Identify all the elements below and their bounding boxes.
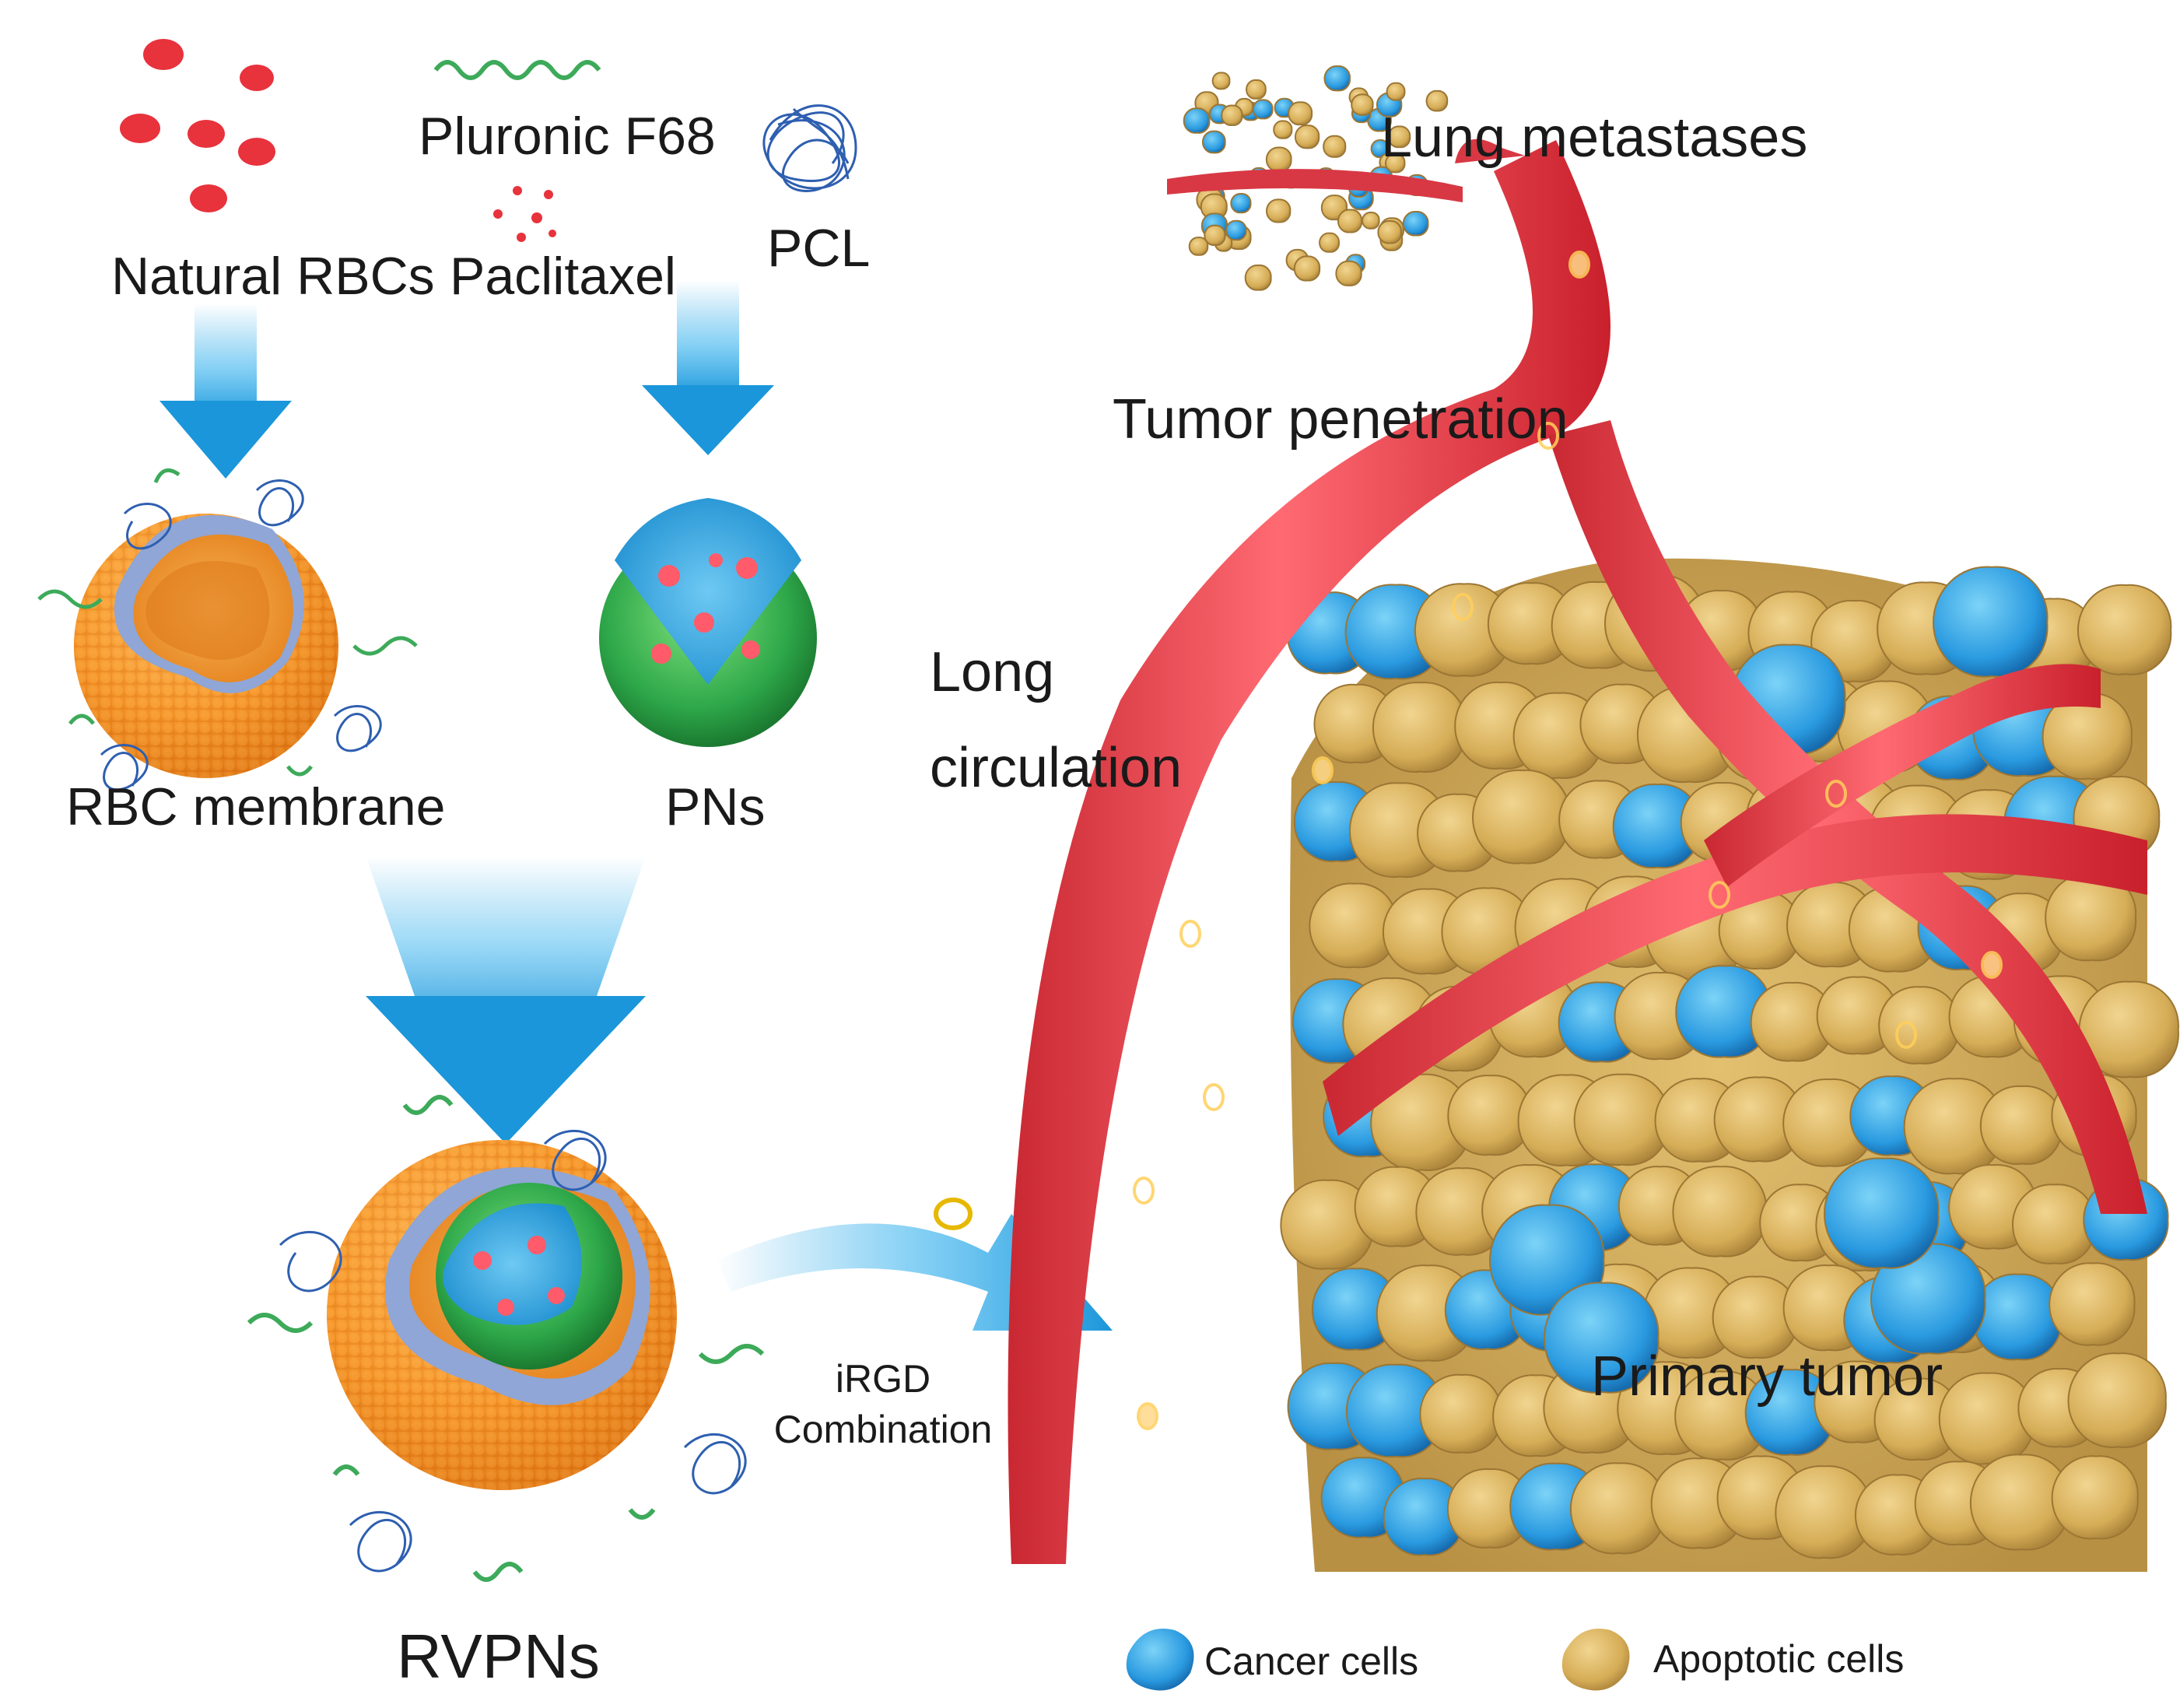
nanoparticle-in-vessel (1179, 920, 1201, 948)
cancer-cell (1971, 1273, 2063, 1361)
legend-cancer-cell-icon (1126, 1629, 1194, 1691)
blood-vessel-branch (1323, 420, 2147, 1214)
apoptotic-cell (2051, 1455, 2139, 1540)
apoptotic-cell (1273, 120, 1293, 139)
apoptotic-cell (1323, 135, 1347, 158)
apoptotic-cell (1425, 89, 1449, 112)
apoptotic-cell (1419, 1373, 1502, 1454)
apoptotic-cell (1672, 1166, 1768, 1257)
pns-label: PNs (665, 777, 766, 836)
legend-apoptotic-cells-label: Apoptotic cells (1653, 1637, 1905, 1681)
pcl-label: PCL (767, 219, 871, 278)
cancer-cell (1402, 211, 1429, 237)
apoptotic-cell (1351, 93, 1374, 116)
legend-cancer-cells-label: Cancer cells (1204, 1640, 1419, 1683)
apoptotic-cell (1266, 198, 1292, 223)
lung-metastases-cluster (1183, 65, 1449, 291)
nanoparticle-in-vessel (1537, 422, 1559, 450)
apoptotic-cell (1386, 82, 1406, 101)
apoptotic-cell (1204, 224, 1226, 246)
nanoparticle-in-vessel (1895, 1021, 1917, 1049)
apoptotic-cell (1362, 212, 1380, 230)
arrow-rbc-to-membrane (159, 303, 292, 479)
rbc-membrane-label: RBC membrane (66, 777, 446, 836)
nanoparticle-in-vessel (1452, 593, 1474, 621)
circulation-label: circulation (930, 737, 1183, 799)
pcl-icon (762, 104, 857, 192)
pluronic-f68-label: Pluronic F68 (419, 107, 716, 166)
vessel-particles (1133, 251, 2003, 1430)
nanoparticle-in-vessel (1203, 1083, 1225, 1111)
apoptotic-cell (1377, 220, 1402, 244)
arrow-materials-to-pns (642, 280, 774, 455)
apoptotic-cell (1387, 125, 1411, 149)
long-label: Long (930, 641, 1055, 703)
paclitaxel-label: Paclitaxel (450, 247, 677, 306)
rvpns-nanoparticle (247, 1095, 765, 1582)
apoptotic-cell (1288, 101, 1313, 126)
arrow-to-rvpns (366, 856, 646, 1144)
apoptotic-cell (1878, 986, 1960, 1064)
apoptotic-cell (1319, 232, 1340, 253)
combination-label: Combination (773, 1408, 993, 1451)
apoptotic-cell (2078, 980, 2179, 1078)
pluronic-f68-icon (433, 60, 601, 80)
cancer-cell (1183, 107, 1211, 134)
nanoparticle-in-vessel (1568, 251, 1590, 279)
cancer-cell (1323, 65, 1351, 92)
natural-rbcs-icon (120, 39, 275, 212)
cancer-cell (1252, 99, 1274, 120)
apoptotic-cell (1221, 104, 1243, 126)
apoptotic-cell (2049, 1262, 2136, 1346)
apoptotic-cell (2011, 1184, 2096, 1264)
apoptotic-cell (1372, 682, 1467, 773)
paclitaxel-icon (493, 186, 556, 242)
apoptotic-cell (1337, 209, 1363, 233)
cancer-cell (1370, 139, 1390, 159)
apoptotic-cell (1211, 72, 1231, 90)
apoptotic-cell (1335, 260, 1362, 286)
nanoparticle-in-vessel (1825, 780, 1847, 808)
primary-tumor-label: Primary tumor (1591, 1345, 1943, 1408)
nanoparticle-in-vessel (1137, 1402, 1158, 1430)
cancer-cell (1225, 219, 1247, 241)
tumor-penetration-label: Tumor penetration (1113, 388, 1568, 451)
apoptotic-cell (1188, 237, 1209, 256)
apoptotic-cell (2077, 584, 2172, 675)
apoptotic-cell (1265, 146, 1292, 173)
apoptotic-cell (1979, 1085, 2063, 1166)
rbc-membrane-vesicle (37, 468, 418, 791)
cancer-cell (1823, 1157, 1940, 1269)
irgd-label: iRGD (835, 1357, 931, 1401)
cancer-cell (1932, 566, 2049, 678)
nanoparticle-in-vessel (1133, 1177, 1155, 1205)
nanoparticle-in-vessel (1312, 756, 1334, 784)
blood-vessel-main (1008, 139, 1610, 1564)
cancer-cell (1201, 130, 1226, 154)
cancer-cell (1543, 1282, 1660, 1394)
legend-apoptotic-cell-icon (1561, 1629, 1630, 1691)
metastasis-vessel (1167, 169, 1463, 202)
nanoparticle-in-vessel (1981, 951, 2003, 979)
apoptotic-cell (2067, 1352, 2167, 1448)
lung-metastases-label: Lung metastases (1381, 107, 1808, 169)
rvpns-label: RVPNs (397, 1622, 600, 1691)
cancer-cell (1230, 193, 1252, 214)
pns-nanoparticle (599, 498, 817, 747)
natural-rbcs-label: Natural RBCs (111, 247, 435, 306)
apoptotic-cell (1472, 769, 1571, 865)
apoptotic-cell (1246, 79, 1267, 100)
apoptotic-cell (1293, 255, 1321, 282)
nanoparticle-in-vessel (1709, 881, 1730, 909)
irgd-ring-icon (934, 1198, 973, 1230)
apoptotic-cell (1294, 125, 1320, 149)
apoptotic-cell (1244, 264, 1272, 291)
apoptotic-cell (1573, 1073, 1670, 1166)
apoptotic-cell (1569, 1462, 1666, 1555)
